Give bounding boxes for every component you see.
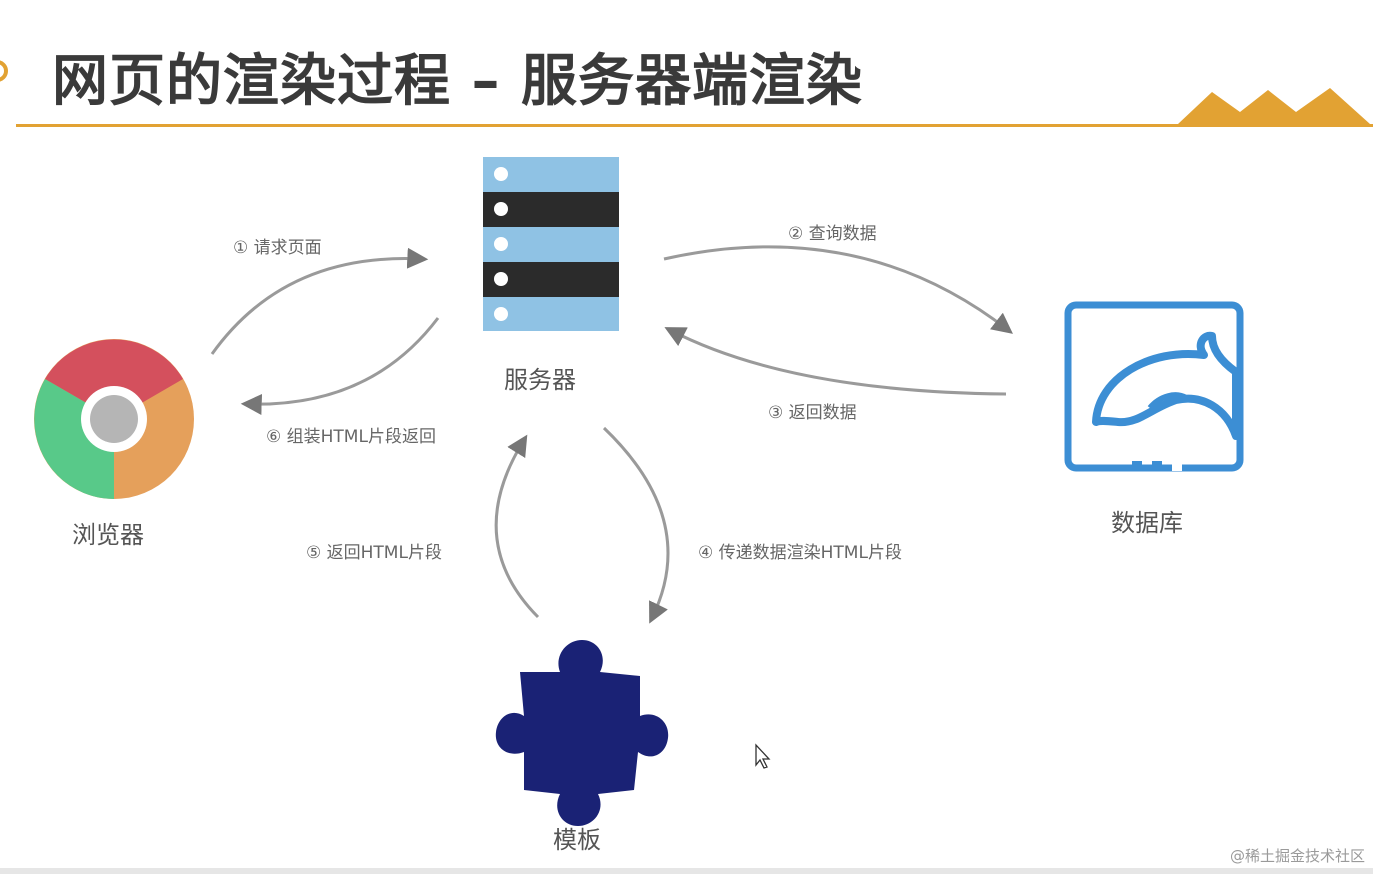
- mountain-decoration: [1178, 88, 1370, 124]
- arrow-return-fragment: [494, 434, 540, 619]
- chrome-browser-icon: [34, 339, 194, 499]
- puzzle-piece-icon: [495, 640, 669, 826]
- title-divider: [16, 124, 1373, 127]
- mouse-cursor-icon: [755, 743, 771, 769]
- edge-label-request-page: ① 请求页面: [233, 238, 322, 258]
- bottom-toolbar-strip: [0, 868, 1373, 874]
- template-label: 模板: [553, 826, 601, 854]
- server-label: 服务器: [504, 366, 576, 394]
- watermark: @稀土掘金技术社区: [1229, 847, 1365, 865]
- arrow-assemble-return: [240, 317, 440, 415]
- arrow-return-data: [664, 327, 1007, 396]
- mysql-dolphin-icon: [1064, 301, 1244, 472]
- browser-label: 浏览器: [72, 521, 144, 549]
- server-rack-icon: [483, 157, 619, 331]
- edge-label-query-data: ② 查询数据: [788, 224, 877, 244]
- edge-label-assemble-return: ⑥ 组装HTML片段返回: [266, 427, 436, 447]
- arrow-query-data: [663, 245, 1013, 334]
- slide-title: 网页的渲染过程 – 服务器端渲染: [52, 49, 863, 114]
- arrow-pass-data: [602, 426, 670, 624]
- arrow-request-page: [210, 247, 429, 355]
- edge-label-return-fragment: ⑤ 返回HTML片段: [306, 543, 442, 563]
- edge-label-pass-data: ④ 传递数据渲染HTML片段: [698, 543, 902, 563]
- database-label: 数据库: [1111, 509, 1183, 537]
- edge-label-return-data: ③ 返回数据: [768, 403, 857, 423]
